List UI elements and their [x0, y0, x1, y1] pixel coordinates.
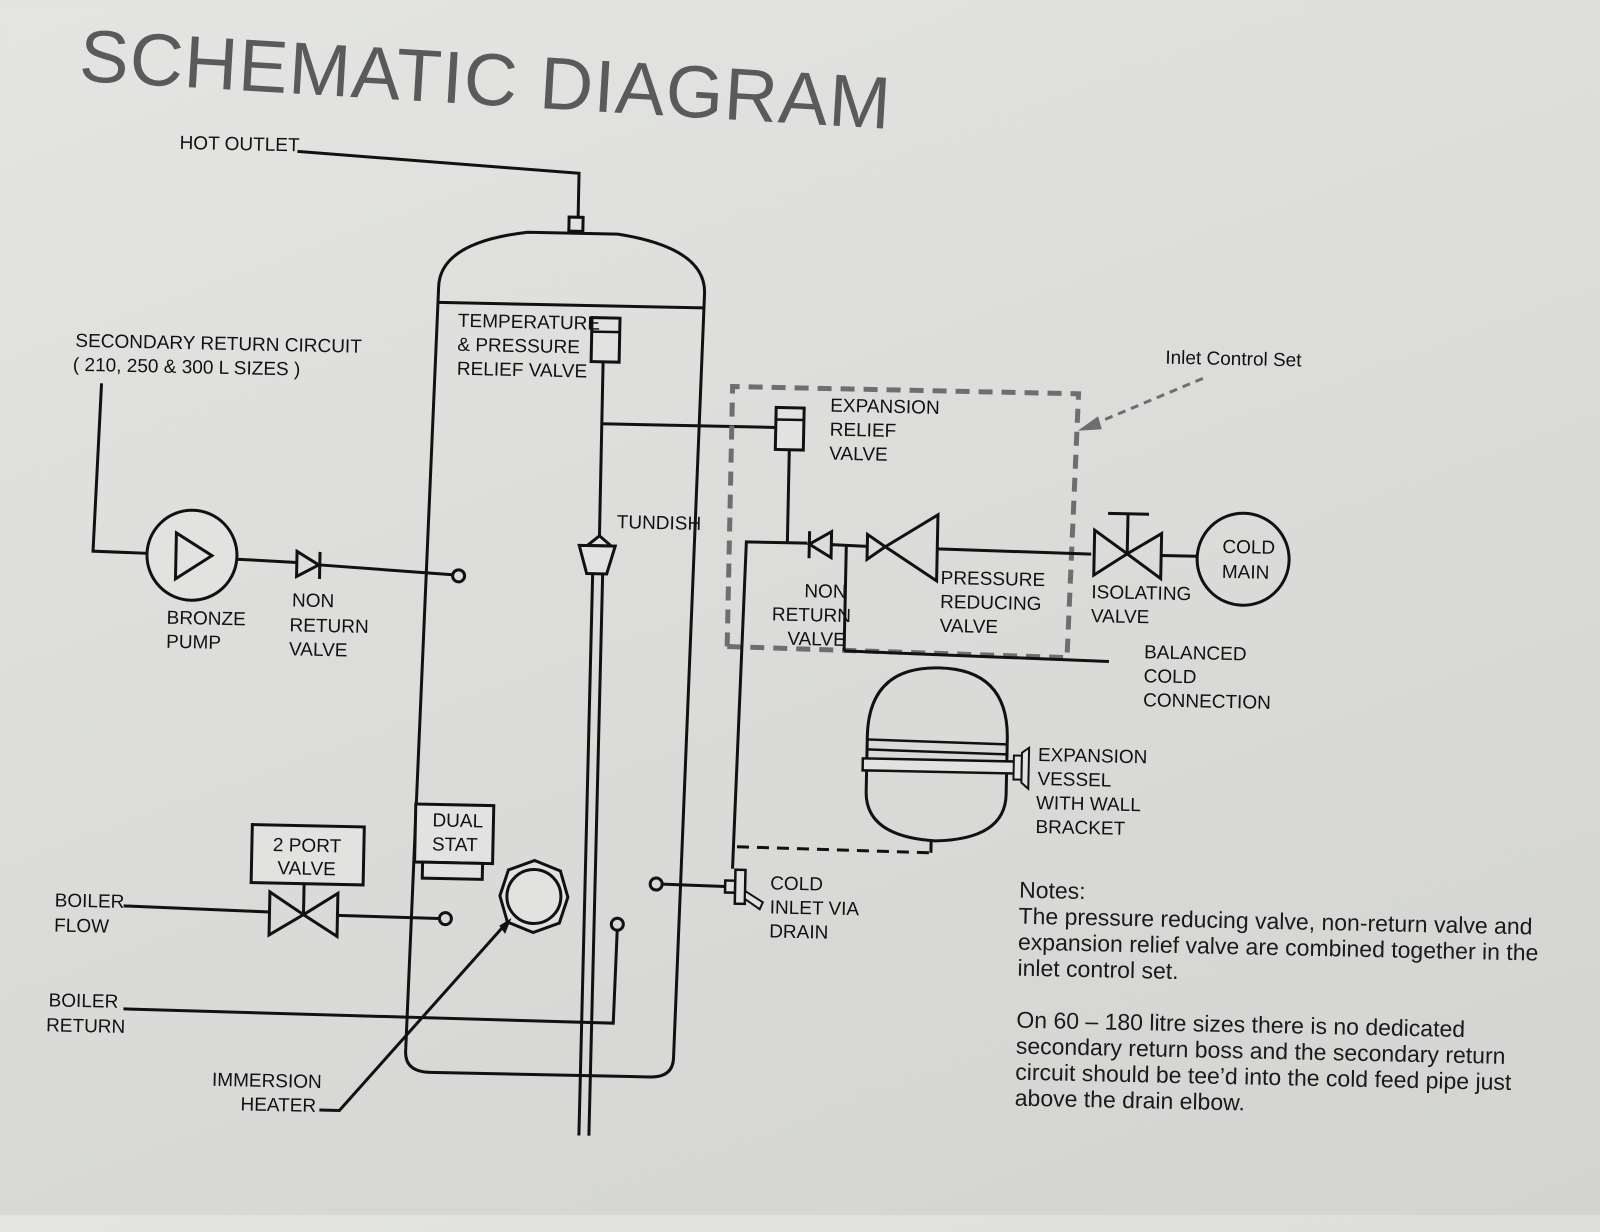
hot-outlet-pipe: HOT OUTLET [178, 133, 585, 231]
expansion-vessel-label-2: VESSEL [1037, 769, 1111, 792]
boiler-return-label-2: RETURN [46, 1015, 126, 1038]
dual-stat: DUAL STAT [414, 804, 494, 880]
tpr-valve: TEMPERATURE & PRESSURE RELIEF VALVE [453, 311, 620, 536]
note-2: On 60 – 180 litre sizes there is no dedi… [1015, 1007, 1600, 1124]
cold-main-label-1: COLD [1222, 537, 1275, 559]
erv-label-3: VALVE [829, 444, 888, 466]
expansion-vessel-label-4: BRACKET [1035, 817, 1126, 840]
boiler-flow-label-1: BOILER [54, 890, 124, 912]
tpr-label-3: RELIEF VALVE [457, 359, 588, 383]
tpr-label-1: TEMPERATURE [458, 311, 601, 335]
expansion-relief-valve: EXPANSION RELIEF VALVE [773, 394, 940, 545]
balanced-cold-label-1: BALANCED [1144, 642, 1247, 665]
nrv-right-label-3: VALVE [787, 629, 846, 651]
note-2-line-4: above the drain elbow. [1015, 1085, 1246, 1116]
note-1: The pressure reducing valve, non-return … [1017, 903, 1600, 994]
nrv-right-label-1: NON [804, 581, 847, 603]
tpr-label-2: & PRESSURE [457, 335, 580, 359]
nrv-left-label-1: NON [292, 590, 335, 612]
bronze-pump-icon [146, 509, 238, 601]
hot-outlet-label: HOT OUTLET [179, 133, 300, 157]
inlet-control-set-label: Inlet Control Set [1165, 348, 1302, 372]
prv-label-2: REDUCING [940, 592, 1042, 615]
prv-label-1: PRESSURE [940, 568, 1045, 591]
arrow-head-icon [1078, 416, 1102, 431]
isolating-valve: ISOLATING VALVE [1091, 513, 1198, 629]
prv-label-3: VALVE [939, 616, 998, 638]
nrv-left-label-2: RETURN [289, 615, 369, 638]
expansion-vessel: EXPANSION VESSEL WITH WALL BRACKET [737, 664, 1149, 858]
cold-inlet-label-3: DRAIN [769, 921, 829, 943]
cold-main-label-2: MAIN [1222, 562, 1270, 584]
tundish-label: TUNDISH [617, 512, 702, 535]
note-1-line-3: inlet control set. [1017, 955, 1179, 984]
expansion-vessel-label-3: WITH WALL [1036, 793, 1141, 816]
nrv-right-label-2: RETURN [772, 604, 852, 627]
two-port-label-2: VALVE [277, 858, 336, 880]
bronze-pump-label-2: PUMP [166, 632, 221, 654]
nrv-left-label-3: VALVE [289, 639, 348, 661]
isolating-valve-label-2: VALVE [1091, 606, 1150, 628]
immersion-label-2: HEATER [240, 1094, 316, 1117]
secondary-return-label-2: ( 210, 250 & 300 L SIZES ) [73, 355, 301, 381]
bronze-pump-label-1: BRONZE [166, 608, 246, 631]
cold-main: COLD MAIN [1196, 512, 1290, 606]
non-return-valve-icon [296, 551, 320, 578]
isolating-valve-label-1: ISOLATING [1091, 582, 1191, 605]
tundish: TUNDISH [567, 511, 701, 1137]
nrv-right-icon [809, 531, 832, 558]
arrow-head-icon [499, 918, 511, 934]
erv-label-2: RELIEF [830, 420, 897, 442]
pressure-reducing-valve-icon [867, 513, 938, 580]
dual-stat-label-2: STAT [432, 834, 479, 856]
balanced-cold-label-2: COLD [1143, 666, 1196, 688]
immersion-label-1: IMMERSION [212, 1070, 322, 1093]
secondary-return-label-1: SECONDARY RETURN CIRCUIT [75, 331, 362, 358]
two-port-label-1: 2 PORT [273, 835, 342, 857]
cold-inlet-label-2: INLET VIA [769, 897, 859, 920]
relief-discharge-pipe [602, 424, 776, 428]
balanced-cold-connection: BALANCED COLD CONNECTION [843, 636, 1272, 714]
immersion-heater: IMMERSION HEATER [211, 854, 568, 1122]
erv-label-1: EXPANSION [830, 396, 940, 419]
balanced-cold-label-3: CONNECTION [1143, 690, 1271, 714]
boiler-flow: 2 PORT VALVE BOILER FLOW [54, 820, 453, 944]
expansion-vessel-label-1: EXPANSION [1038, 745, 1148, 768]
dual-stat-label-1: DUAL [432, 810, 483, 832]
cold-inlet-label-1: COLD [770, 873, 823, 895]
secondary-return-circuit: SECONDARY RETURN CIRCUIT ( 210, 250 & 30… [67, 331, 470, 664]
boiler-flow-label-2: FLOW [54, 915, 109, 937]
boiler-return-label-1: BOILER [48, 990, 118, 1012]
notes-section: Notes: The pressure reducing valve, non-… [1014, 877, 1600, 1150]
